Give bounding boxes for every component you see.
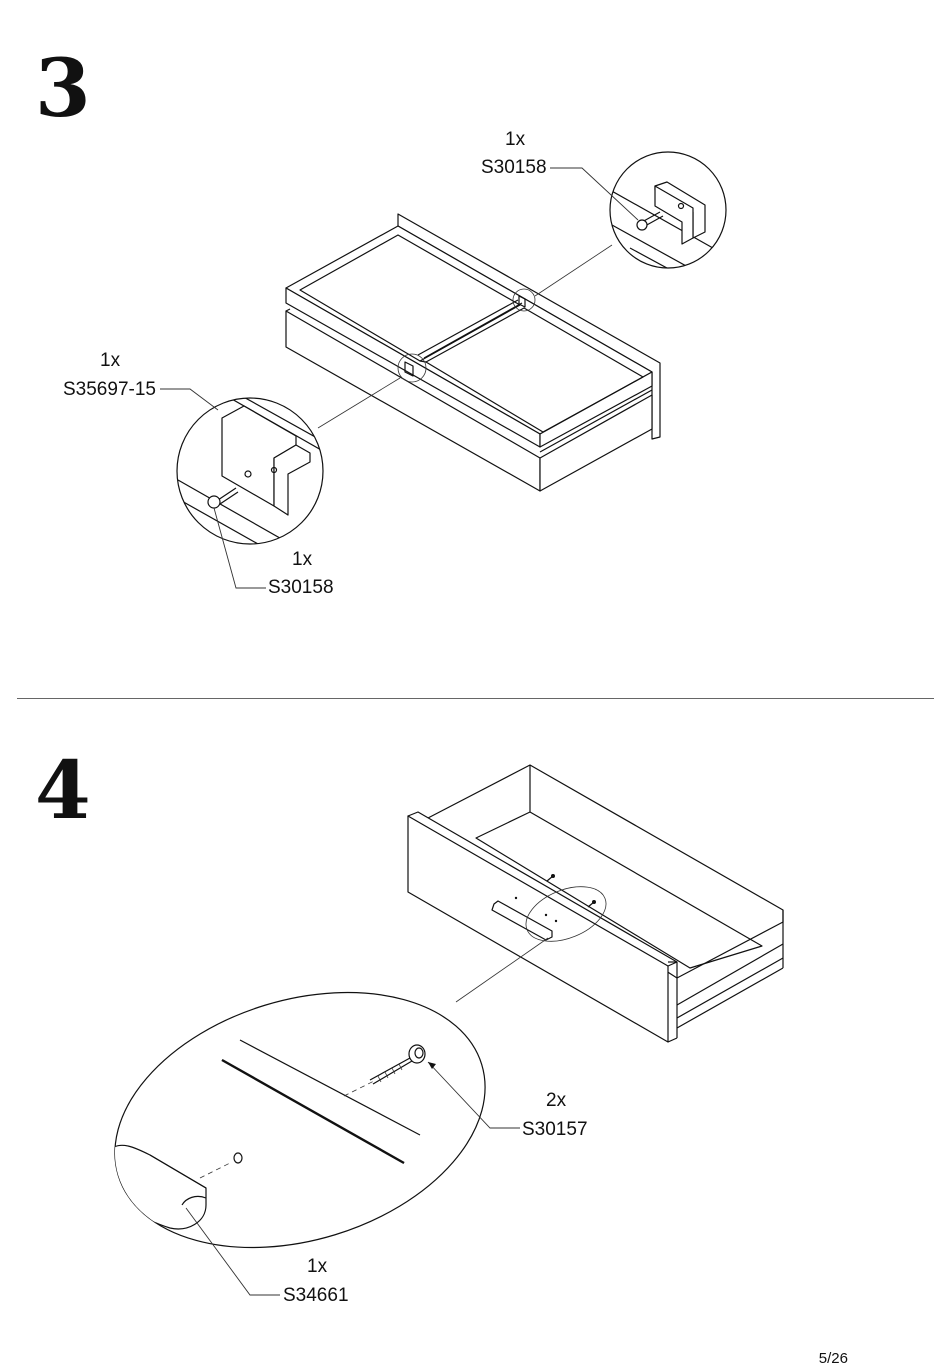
step3-bottom-part: S30158	[268, 577, 334, 598]
step3-drawer-frame-drawing	[285, 213, 661, 492]
step4-screw-part: S30157	[522, 1119, 588, 1140]
page-number: 5/26	[818, 1350, 848, 1367]
leader-bottom	[213, 507, 266, 589]
step4-drawer-drawing	[407, 764, 784, 1043]
leader-left	[160, 388, 219, 411]
step3-top-part: S30158	[481, 157, 547, 178]
step-3-number: 3	[35, 41, 91, 135]
leader-screw	[427, 1061, 520, 1129]
step3-detail-top-right	[609, 151, 727, 269]
step4-handle-part: S34661	[283, 1285, 349, 1306]
leader-top	[550, 167, 639, 221]
leader-handle	[185, 1207, 280, 1296]
step4-detail-ellipse	[109, 991, 486, 1249]
step3-bottom-qty: 1x	[292, 549, 313, 570]
section-divider	[17, 698, 934, 699]
step3-left-part: S35697-15	[63, 379, 156, 400]
step3-left-qty: 1x	[100, 350, 121, 371]
step3-top-qty: 1x	[505, 129, 526, 150]
step-4-number: 4	[35, 743, 91, 837]
step4-screw-qty: 2x	[546, 1090, 567, 1111]
step3-detail-left	[176, 397, 324, 545]
step4-handle-qty: 1x	[307, 1256, 328, 1277]
